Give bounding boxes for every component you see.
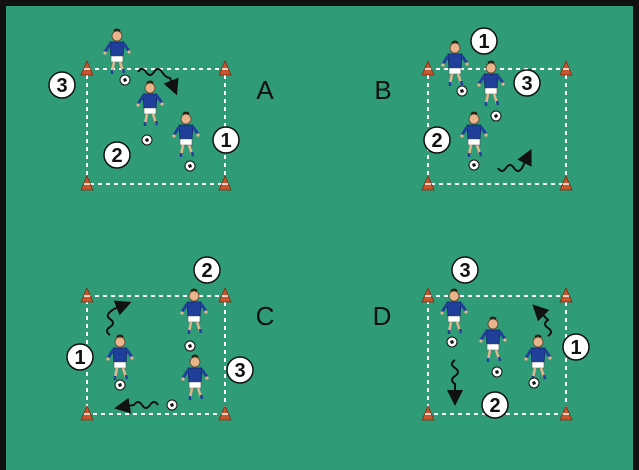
ball-icon <box>114 379 126 391</box>
drill-d-number-3: 3 <box>459 260 470 282</box>
dribble-arrow-icon <box>137 68 179 96</box>
drill-d-label: D <box>373 301 392 331</box>
ball-icon <box>456 85 468 97</box>
drill-d-number-2: 2 <box>489 395 500 417</box>
drill-c-number-2: 2 <box>201 260 212 282</box>
ball-icon <box>490 110 502 122</box>
drill-d: 3 1 2 D <box>373 256 590 421</box>
drill-b: 1 3 2 B <box>374 27 573 191</box>
ball-icon <box>528 377 540 389</box>
ball-icon <box>141 134 153 146</box>
drill-c: 2 1 3 C <box>66 256 275 421</box>
drill-b-label: B <box>374 75 391 105</box>
drill-c-number-1: 1 <box>74 347 85 369</box>
dribble-arrow-icon <box>497 148 532 172</box>
ball-icon <box>491 366 503 378</box>
drill-a-number-3: 3 <box>56 75 67 97</box>
dribble-arrow-icon <box>106 300 132 336</box>
ball-icon <box>446 336 458 348</box>
ball-icon <box>468 159 480 171</box>
drill-c-number-3: 3 <box>234 360 245 382</box>
drill-b-square <box>427 68 567 185</box>
dribble-arrow-icon <box>532 304 552 337</box>
drill-d-number-1: 1 <box>570 337 581 359</box>
drill-b-number-2: 2 <box>431 130 442 152</box>
ball-icon <box>119 74 131 86</box>
drill-a: 3 2 1 A <box>48 28 274 191</box>
drill-a-number-1: 1 <box>220 130 231 152</box>
ball-icon <box>166 399 178 411</box>
dribble-arrow-icon <box>114 397 159 414</box>
drill-b-number-3: 3 <box>521 73 532 95</box>
dribble-arrow-icon <box>447 359 463 406</box>
drill-a-number-2: 2 <box>111 145 122 167</box>
ball-icon <box>184 160 196 172</box>
drill-b-number-1: 1 <box>478 31 489 53</box>
ball-icon <box>184 340 196 352</box>
drill-c-label: C <box>256 301 275 331</box>
drill-a-label: A <box>256 75 274 105</box>
pitch <box>6 6 633 470</box>
